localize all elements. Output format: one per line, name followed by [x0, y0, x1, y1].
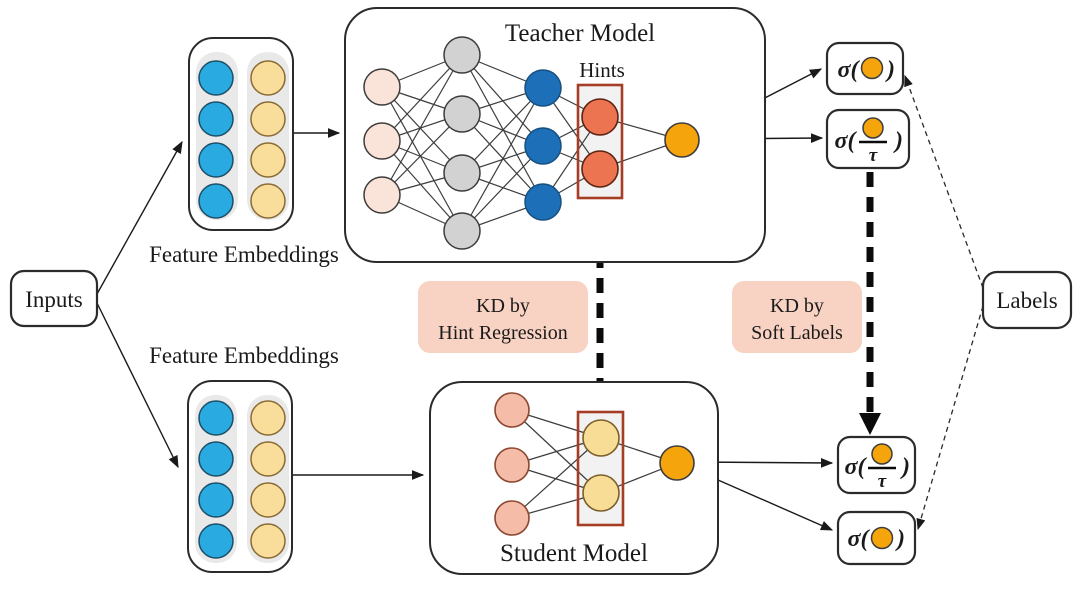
kd-soft-line1: KD by: [770, 295, 824, 317]
tau-symbol: τ: [878, 471, 887, 492]
sigma-close: ): [895, 526, 905, 552]
teacher-output-node: [664, 122, 700, 158]
teacher-sigma-soft-box: σ( τ ): [825, 108, 911, 170]
sigma-open: σ(: [848, 526, 871, 552]
node: [363, 176, 401, 214]
node: [198, 183, 234, 219]
node: [250, 400, 286, 436]
feature-embeddings-top-label: Feature Embeddings: [149, 242, 339, 267]
inputs-label: Inputs: [25, 287, 83, 312]
student-hints-frame: [576, 410, 625, 527]
teacher-hints-frame: [576, 83, 624, 200]
node: [524, 127, 562, 165]
feature-embeddings-top: Feature Embeddings: [149, 37, 339, 267]
node: [581, 98, 619, 136]
logit-node: [870, 526, 894, 550]
node: [250, 441, 286, 477]
node: [524, 183, 562, 221]
embedding-nodes-blue: [198, 60, 234, 219]
label-loss-links: [904, 74, 984, 531]
feature-embeddings-bottom-label: Feature Embeddings: [149, 343, 339, 368]
kd-hint-line2: Hint Regression: [438, 322, 567, 344]
feature-embeddings-bottom: Feature Embeddings: [149, 343, 339, 573]
teacher-input-layer: [363, 68, 401, 214]
sigma-close: ): [893, 128, 903, 154]
hints-label: Hints: [579, 58, 625, 82]
teacher-hidden-layer-2: [524, 69, 562, 221]
student-sigma-soft-box: σ( τ ): [836, 435, 917, 495]
embedding-nodes-yellow: [250, 400, 286, 559]
kd-soft-line2: Soft Labels: [751, 322, 843, 344]
labels-label: Labels: [996, 288, 1057, 313]
node: [443, 36, 481, 74]
kd-hint-regression-box: KD by Hint Regression: [418, 281, 588, 353]
inputs-box: Inputs: [9, 269, 99, 328]
sigma-close: ): [900, 454, 910, 480]
teacher-hidden-layer-1: [443, 36, 481, 250]
teacher-model-title: Teacher Model: [505, 20, 655, 47]
node: [250, 482, 286, 518]
node: [250, 60, 286, 96]
labels-box: Labels: [981, 270, 1073, 330]
node: [363, 122, 401, 160]
node: [582, 419, 620, 457]
node: [198, 482, 234, 518]
node: [443, 154, 481, 192]
sigma-open: σ(: [835, 128, 858, 154]
node: [363, 68, 401, 106]
node: [494, 447, 530, 483]
node: [250, 101, 286, 137]
node: [198, 60, 234, 96]
embedding-nodes-yellow: [250, 60, 286, 219]
student-input-layer: [494, 392, 530, 536]
node: [198, 400, 234, 436]
node: [494, 392, 530, 428]
embedding-nodes-blue: [198, 400, 234, 559]
student-model-box: Student Model: [429, 381, 719, 575]
sigma-open: σ(: [845, 454, 868, 480]
node: [582, 474, 620, 512]
teacher-model-box: Teacher Model Hints: [344, 7, 766, 263]
tau-symbol: τ: [869, 145, 878, 166]
node: [250, 142, 286, 178]
node: [250, 523, 286, 559]
kd-soft-labels-box: KD by Soft Labels: [732, 281, 862, 353]
student-output-node: [659, 445, 695, 481]
teacher-hint-layer: [581, 98, 619, 188]
student-model-title: Student Model: [500, 540, 648, 567]
student-hint-layer: [582, 419, 620, 512]
logit-node: [871, 443, 893, 465]
node: [198, 523, 234, 559]
node: [250, 183, 286, 219]
node: [198, 101, 234, 137]
sigma-open: σ(: [838, 57, 861, 83]
logit-node: [860, 56, 884, 80]
student-sigma-hard-box: σ( ): [836, 510, 917, 566]
node: [198, 441, 234, 477]
node: [581, 150, 619, 188]
kd-soft-labels-arrow: [859, 172, 881, 435]
logit-node: [862, 117, 884, 139]
input-arrows: [96, 128, 425, 480]
node: [443, 95, 481, 133]
node: [198, 142, 234, 178]
sigma-close: ): [885, 57, 895, 83]
node: [494, 500, 530, 536]
node: [524, 69, 562, 107]
node: [443, 212, 481, 250]
kd-hint-line1: KD by: [476, 295, 530, 317]
teacher-sigma-hard-box: σ( ): [825, 41, 905, 96]
